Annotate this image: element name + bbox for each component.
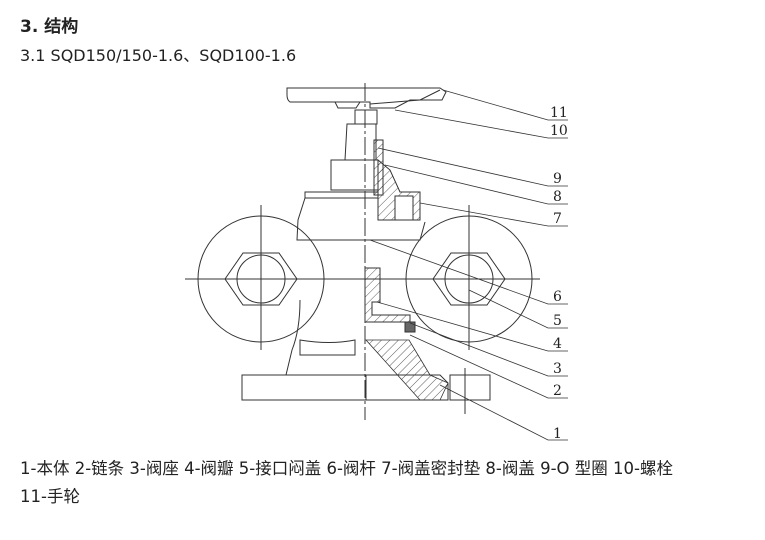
handwheel bbox=[286, 87, 447, 109]
callout-3: 3 bbox=[553, 361, 562, 377]
section-heading: 3. 结构 bbox=[20, 17, 79, 37]
parts-legend-line-1: 1-本体 2-链条 3-阀座 4-阀瓣 5-接口闷盖 6-阀杆 7-阀盖密封垫 … bbox=[20, 459, 673, 478]
callout-2: 2 bbox=[553, 383, 562, 399]
callout-5: 5 bbox=[553, 313, 562, 329]
parts-legend-line-2: 11-手轮 bbox=[20, 487, 80, 506]
callout-1: 1 bbox=[553, 426, 562, 442]
callout-10: 10 bbox=[550, 123, 568, 139]
callout-8: 8 bbox=[553, 189, 562, 205]
subsection-heading: 3.1 SQD150/150-1.6、SQD100-1.6 bbox=[20, 46, 297, 65]
callout-9: 9 bbox=[553, 171, 562, 187]
callout-11: 11 bbox=[550, 105, 568, 121]
callout-leaders bbox=[369, 89, 568, 441]
callout-4: 4 bbox=[553, 336, 562, 352]
callout-6: 6 bbox=[553, 289, 562, 305]
callout-7: 7 bbox=[553, 211, 562, 227]
